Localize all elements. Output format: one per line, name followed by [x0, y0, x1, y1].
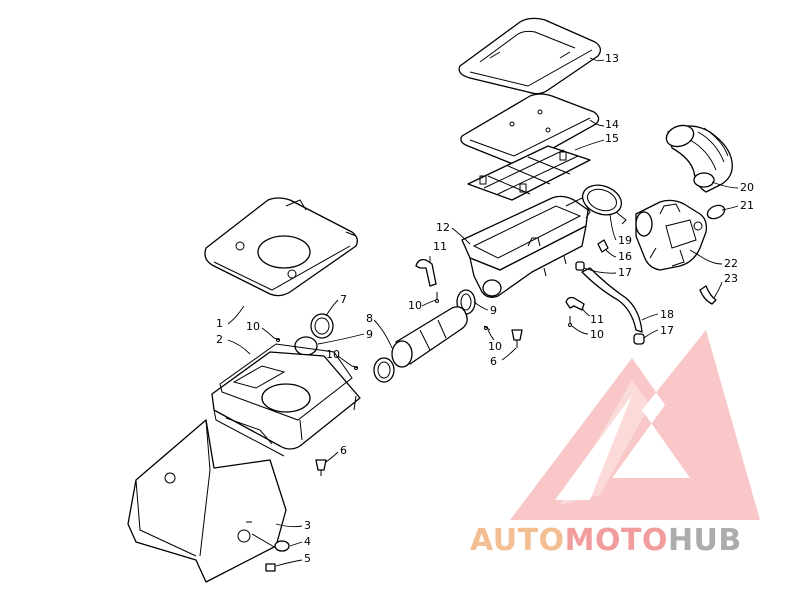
- callout-label-c18: 18: [660, 308, 674, 321]
- watermark-mark-inner: [560, 380, 650, 505]
- callout-label-c2: 2: [216, 333, 223, 346]
- callout-label-c6a: 6: [490, 355, 497, 368]
- part-12-airbox-housing: [461, 195, 591, 298]
- leader-line-c5: [275, 559, 303, 567]
- leader-line-c10a: [421, 299, 437, 307]
- leader-line-c19: [609, 213, 617, 241]
- callout-label-c9b: 9: [366, 328, 373, 341]
- callout-label-c12: 12: [436, 221, 450, 234]
- leader-line-c21: [721, 205, 739, 211]
- part-16-clip: [597, 239, 609, 253]
- part-6-fastener-lower: [315, 459, 327, 476]
- leader-line-c23: [713, 281, 723, 299]
- part-17-clamp-upper: [575, 261, 585, 271]
- leader-lines: [227, 57, 739, 567]
- callout-label-c21: 21: [740, 199, 754, 212]
- part-2-lower-airbox: [211, 343, 361, 457]
- part-21-clamp-ring: [706, 204, 726, 220]
- leader-line-c7: [325, 299, 339, 317]
- callout-label-c11a: 11: [433, 240, 447, 253]
- part-22-carburetor: [635, 199, 708, 271]
- leader-line-c13: [589, 57, 605, 62]
- leader-line-c9b: [317, 333, 365, 345]
- callout-label-c20: 20: [740, 181, 754, 194]
- part-1-base-plate: [204, 197, 358, 297]
- callout-label-c10b: 10: [488, 340, 502, 353]
- callout-label-c3: 3: [304, 519, 311, 532]
- part-11-bracket-lower: [565, 296, 585, 311]
- callout-label-c4: 4: [304, 535, 311, 548]
- leader-line-c4: [289, 541, 303, 547]
- leader-line-c1: [227, 305, 245, 325]
- callout-label-c23: 23: [724, 272, 738, 285]
- leader-line-c22: [699, 255, 723, 265]
- part-15-filter-cage: [467, 145, 591, 201]
- leader-line-c14: [589, 119, 605, 127]
- callout-label-c5: 5: [304, 552, 311, 565]
- part-7-coupler: [310, 313, 334, 339]
- callout-label-c6b: 6: [340, 444, 347, 457]
- callout-label-c19: 19: [618, 234, 632, 247]
- callout-label-c17b: 17: [660, 324, 674, 337]
- watermark-text-hub: HUB: [668, 523, 742, 558]
- watermark-triangle-mark: [510, 330, 760, 520]
- part-19-band-clamp: [581, 184, 627, 225]
- callout-label-c7: 7: [340, 293, 347, 306]
- callout-label-c22: 22: [724, 257, 738, 270]
- part-18-vent-hose: [581, 267, 643, 333]
- leader-line-c11b: [581, 307, 591, 317]
- callout-label-c10d: 10: [246, 320, 260, 333]
- svg-text:AUTOMOTOHUB: AUTOMOTOHUB: [470, 523, 742, 558]
- leader-line-c10e: [337, 355, 353, 367]
- part-20-intake-boot: [665, 124, 733, 193]
- part-17-clamp-lower: [633, 333, 645, 345]
- watermark-text-auto: AUTO: [470, 523, 565, 558]
- leader-line-c10d: [261, 327, 275, 339]
- leader-line-c12: [451, 227, 471, 245]
- watermark-logo: AUTOMOTOHUB: [470, 330, 760, 558]
- part-8-intake-tube: [391, 306, 468, 368]
- callout-label-c1: 1: [216, 317, 223, 330]
- leader-line-c6b: [325, 451, 339, 463]
- callout-label-c9a: 9: [490, 304, 497, 317]
- leader-line-c20: [711, 181, 739, 189]
- callout-label-c14: 14: [605, 118, 619, 131]
- leader-line-c9a: [473, 301, 489, 311]
- part-5-nut: [265, 563, 276, 572]
- leader-line-c10c: [571, 325, 589, 335]
- part-11-bracket-upper: [415, 258, 437, 287]
- callout-label-c10e: 10: [326, 348, 340, 361]
- callout-label-c8: 8: [366, 312, 373, 325]
- callout-label-c10c: 10: [590, 328, 604, 341]
- callout-label-c16: 16: [618, 250, 632, 263]
- part-3-shield: [127, 419, 287, 583]
- part-10-screws: [273, 292, 572, 370]
- leader-line-c2: [227, 339, 251, 355]
- leader-line-c3: [275, 523, 303, 528]
- callout-label-c17a: 17: [618, 266, 632, 279]
- callout-label-c11b: 11: [590, 313, 604, 326]
- leader-line-c18: [641, 313, 659, 321]
- leader-line-c8: [373, 319, 393, 349]
- leader-line-c17b: [643, 329, 659, 339]
- part-4-bolt: [251, 533, 290, 552]
- callout-label-c13: 13: [605, 52, 619, 65]
- leader-line-c16: [605, 249, 617, 258]
- callout-label-c15: 15: [605, 132, 619, 145]
- leader-line-c15: [574, 139, 605, 151]
- leader-line-c10b: [487, 329, 495, 341]
- part-6-fastener-upper: [511, 329, 523, 348]
- part-23-hose: [699, 285, 717, 305]
- leader-line-c17a: [583, 267, 617, 274]
- part-9-clamp-left: [294, 336, 395, 383]
- leader-line-c6a: [501, 347, 517, 361]
- callout-label-c10a: 10: [408, 299, 422, 312]
- part-13-airbox-lid: [458, 17, 602, 95]
- part-14-filter-plate: [460, 93, 600, 165]
- watermark-text-moto: MOTO: [565, 523, 668, 558]
